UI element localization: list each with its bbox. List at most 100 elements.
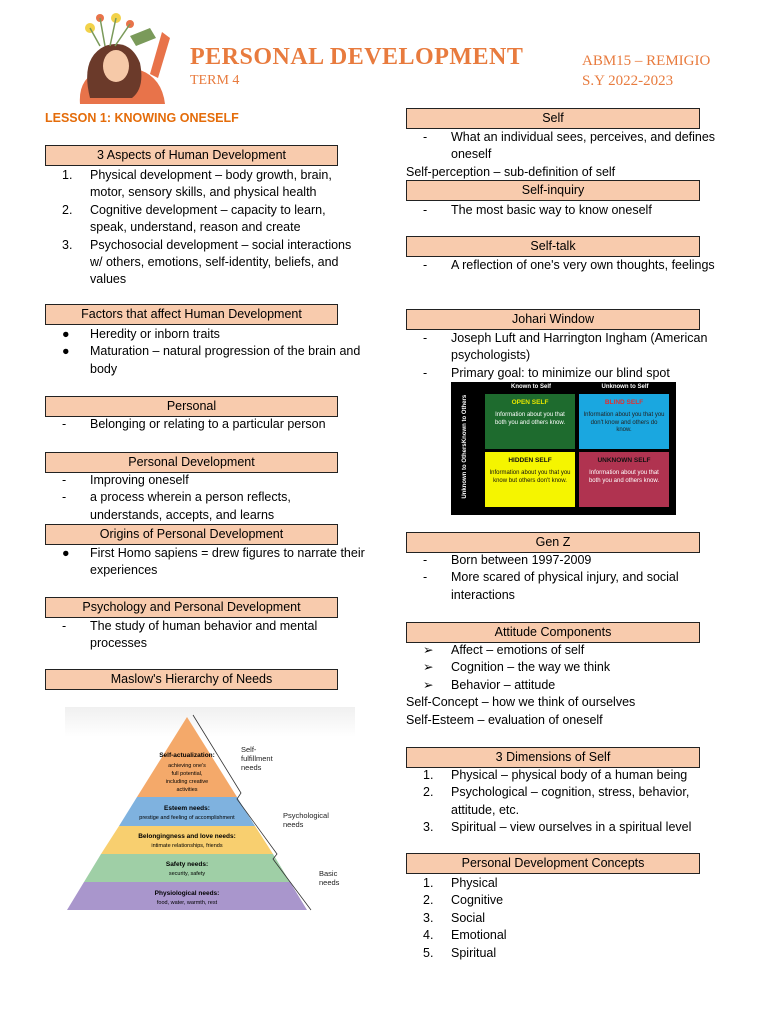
svg-text:full potential,: full potential, <box>172 771 203 777</box>
list-item: -What an individual sees, perceives, and… <box>423 130 716 162</box>
svg-text:activities: activities <box>176 787 197 793</box>
list-item: -The most basic way to know oneself <box>423 203 652 217</box>
svg-text:Physiological needs:: Physiological needs: <box>155 890 220 897</box>
list-item: 3.Psychosocial development – social inte… <box>62 237 352 287</box>
list-item: 3.Spiritual – view ourselves in a spirit… <box>423 820 692 835</box>
genz-list: -Born between 1997-2009 -More scared of … <box>406 552 726 604</box>
attitude-list: ➢Affect – emotions of self ➢Cognition – … <box>406 642 726 729</box>
list-item: 5.Spiritual <box>423 945 497 960</box>
johari-cell: BLIND SELF Information about you that you… <box>579 394 669 449</box>
svg-text:food, water, warmth, rest: food, water, warmth, rest <box>157 900 218 906</box>
maslow-pyramid: Self-actualization: achieving one's full… <box>65 707 355 913</box>
group-label: Basic needs <box>319 869 340 887</box>
column-label: Known to Self <box>511 384 551 390</box>
psychology-list: -The study of human behavior and mental … <box>45 618 365 653</box>
list-item: ●First Homo sapiens = drew figures to na… <box>62 546 365 578</box>
list-item: ●Heredity or inborn traits <box>62 327 220 341</box>
aspects-list: 1.Physical development – body growth, br… <box>45 167 365 289</box>
section-heading: 3 Dimensions of Self <box>406 747 700 768</box>
section-heading: Personal <box>45 396 338 417</box>
johari-window: Known to Self Unknown to Self Known to O… <box>451 382 676 515</box>
level-belonging <box>101 826 273 854</box>
lesson-title: LESSON 1: KNOWING ONESELF <box>45 111 239 125</box>
section-heading: Self-inquiry <box>406 180 700 201</box>
list-item: -More scared of physical injury, and soc… <box>423 570 679 602</box>
list-item: -Born between 1997-2009 <box>423 553 592 567</box>
row-label: Unknown to Others <box>462 443 468 499</box>
list-item: 1.Physical – physical body of a human be… <box>423 768 688 782</box>
note: Self-Concept – how we think of ourselves <box>406 695 636 710</box>
list-item: ➢Behavior – attitude <box>423 677 556 692</box>
list-item: 2.Psychological – cognition, stress, beh… <box>423 785 690 817</box>
section-heading: Origins of Personal Development <box>45 524 338 545</box>
origins-list: ●First Homo sapiens = drew figures to na… <box>45 545 365 580</box>
list-item: ➢Affect – emotions of self <box>423 643 585 657</box>
group-label: Psychological needs <box>283 811 329 829</box>
svg-text:Safety needs:: Safety needs: <box>166 861 208 868</box>
level-desc: achieving one's <box>168 763 206 769</box>
list-item: -A reflection of one's very own thoughts… <box>423 258 715 272</box>
section-heading: Self <box>406 108 700 129</box>
list-item: 4.Emotional <box>423 928 507 943</box>
list-item: -Joseph Luft and Harrington Ingham (Amer… <box>423 331 708 363</box>
list-item: -The study of human behavior and mental … <box>62 619 318 651</box>
personal-dev-list: -Improving oneself -a process wherein a … <box>45 472 365 524</box>
level-esteem <box>119 797 255 826</box>
list-item: ●Maturation – natural progression of the… <box>62 344 361 376</box>
level-physiological <box>67 882 307 910</box>
note: Self-Esteem – evaluation of oneself <box>406 712 603 727</box>
svg-text:Self-actualization:: Self-actualization: <box>159 752 215 759</box>
cell-title: OPEN SELF <box>511 399 549 406</box>
cell-title: HIDDEN SELF <box>508 457 552 464</box>
list-item: 1.Physical development – body growth, br… <box>62 168 332 200</box>
concepts-list: 1.Physical 2.Cognitive 3.Social 4.Emotio… <box>406 875 726 962</box>
list-item: 1.Physical <box>423 876 498 890</box>
list-item: -Primary goal: to minimize our blind spo… <box>423 365 670 380</box>
list-item: 3.Social <box>423 910 486 925</box>
inquiry-list: -The most basic way to know oneself <box>406 202 726 219</box>
self-list: -What an individual sees, perceives, and… <box>406 129 726 181</box>
factors-list: ●Heredity or inborn traits ●Maturation –… <box>45 326 365 378</box>
list-item: -Belonging or relating to a particular p… <box>62 417 326 431</box>
list-item: -Improving oneself <box>62 473 189 487</box>
section-heading: Personal Development Concepts <box>406 853 700 874</box>
svg-text:Esteem needs:: Esteem needs: <box>164 805 210 812</box>
section-heading: Maslow's Hierarchy of Needs <box>45 669 338 690</box>
section-heading: Self-talk <box>406 236 700 257</box>
list-item: -a process wherein a person reflects, un… <box>62 490 291 522</box>
cell-desc: Information about you that you don't kno… <box>583 412 665 433</box>
cell-desc: Information about you that both you and … <box>494 412 566 426</box>
svg-text:prestige and feeling of accomp: prestige and feeling of accomplishment <box>139 815 235 821</box>
johari-cell: HIDDEN SELF Information about you that yo… <box>485 452 575 507</box>
johari-cell: OPEN SELF Information about you that both… <box>485 394 575 449</box>
list-item: 2.Cognitive <box>423 893 504 908</box>
talk-list: -A reflection of one's very own thoughts… <box>406 257 726 274</box>
level-safety <box>84 854 290 882</box>
dimensions-list: 1.Physical – physical body of a human be… <box>406 767 726 837</box>
section-heading: Psychology and Personal Development <box>45 597 338 618</box>
section-heading: Johari Window <box>406 309 700 330</box>
johari-list: -Joseph Luft and Harrington Ingham (Amer… <box>406 330 726 382</box>
list-item: 2.Cognitive development – capacity to le… <box>62 202 326 235</box>
section-heading: Factors that affect Human Development <box>45 304 338 325</box>
cell-desc: Information about you that both you and … <box>588 470 660 484</box>
section-heading: Attitude Components <box>406 622 700 643</box>
group-label: Self-fulfillment needs <box>241 745 273 772</box>
list-item: ➢Cognition – the way we think <box>423 660 611 675</box>
personal-list: -Belonging or relating to a particular p… <box>45 416 365 433</box>
cell-desc: Information about you that you know but … <box>489 470 571 484</box>
column-label: Unknown to Self <box>601 384 649 390</box>
term-label: TERM 4 <box>190 73 240 88</box>
cell-title: BLIND SELF <box>604 399 644 406</box>
section-heading: Personal Development <box>45 452 338 473</box>
self-perception-note: Self-perception – sub-definition of self <box>406 164 616 179</box>
svg-text:including creative: including creative <box>166 779 209 785</box>
svg-text:intimate relationships, friend: intimate relationships, friends <box>151 843 222 849</box>
level-self-actualization <box>137 717 237 797</box>
school-year: S.Y 2022-2023 <box>582 73 674 89</box>
svg-text:Belongingness and love needs:: Belongingness and love needs: <box>138 833 236 840</box>
class-label: ABM15 – REMIGIO <box>582 53 711 69</box>
page-title: PERSONAL DEVELOPMENT <box>190 44 524 70</box>
header-illustration <box>70 8 180 104</box>
